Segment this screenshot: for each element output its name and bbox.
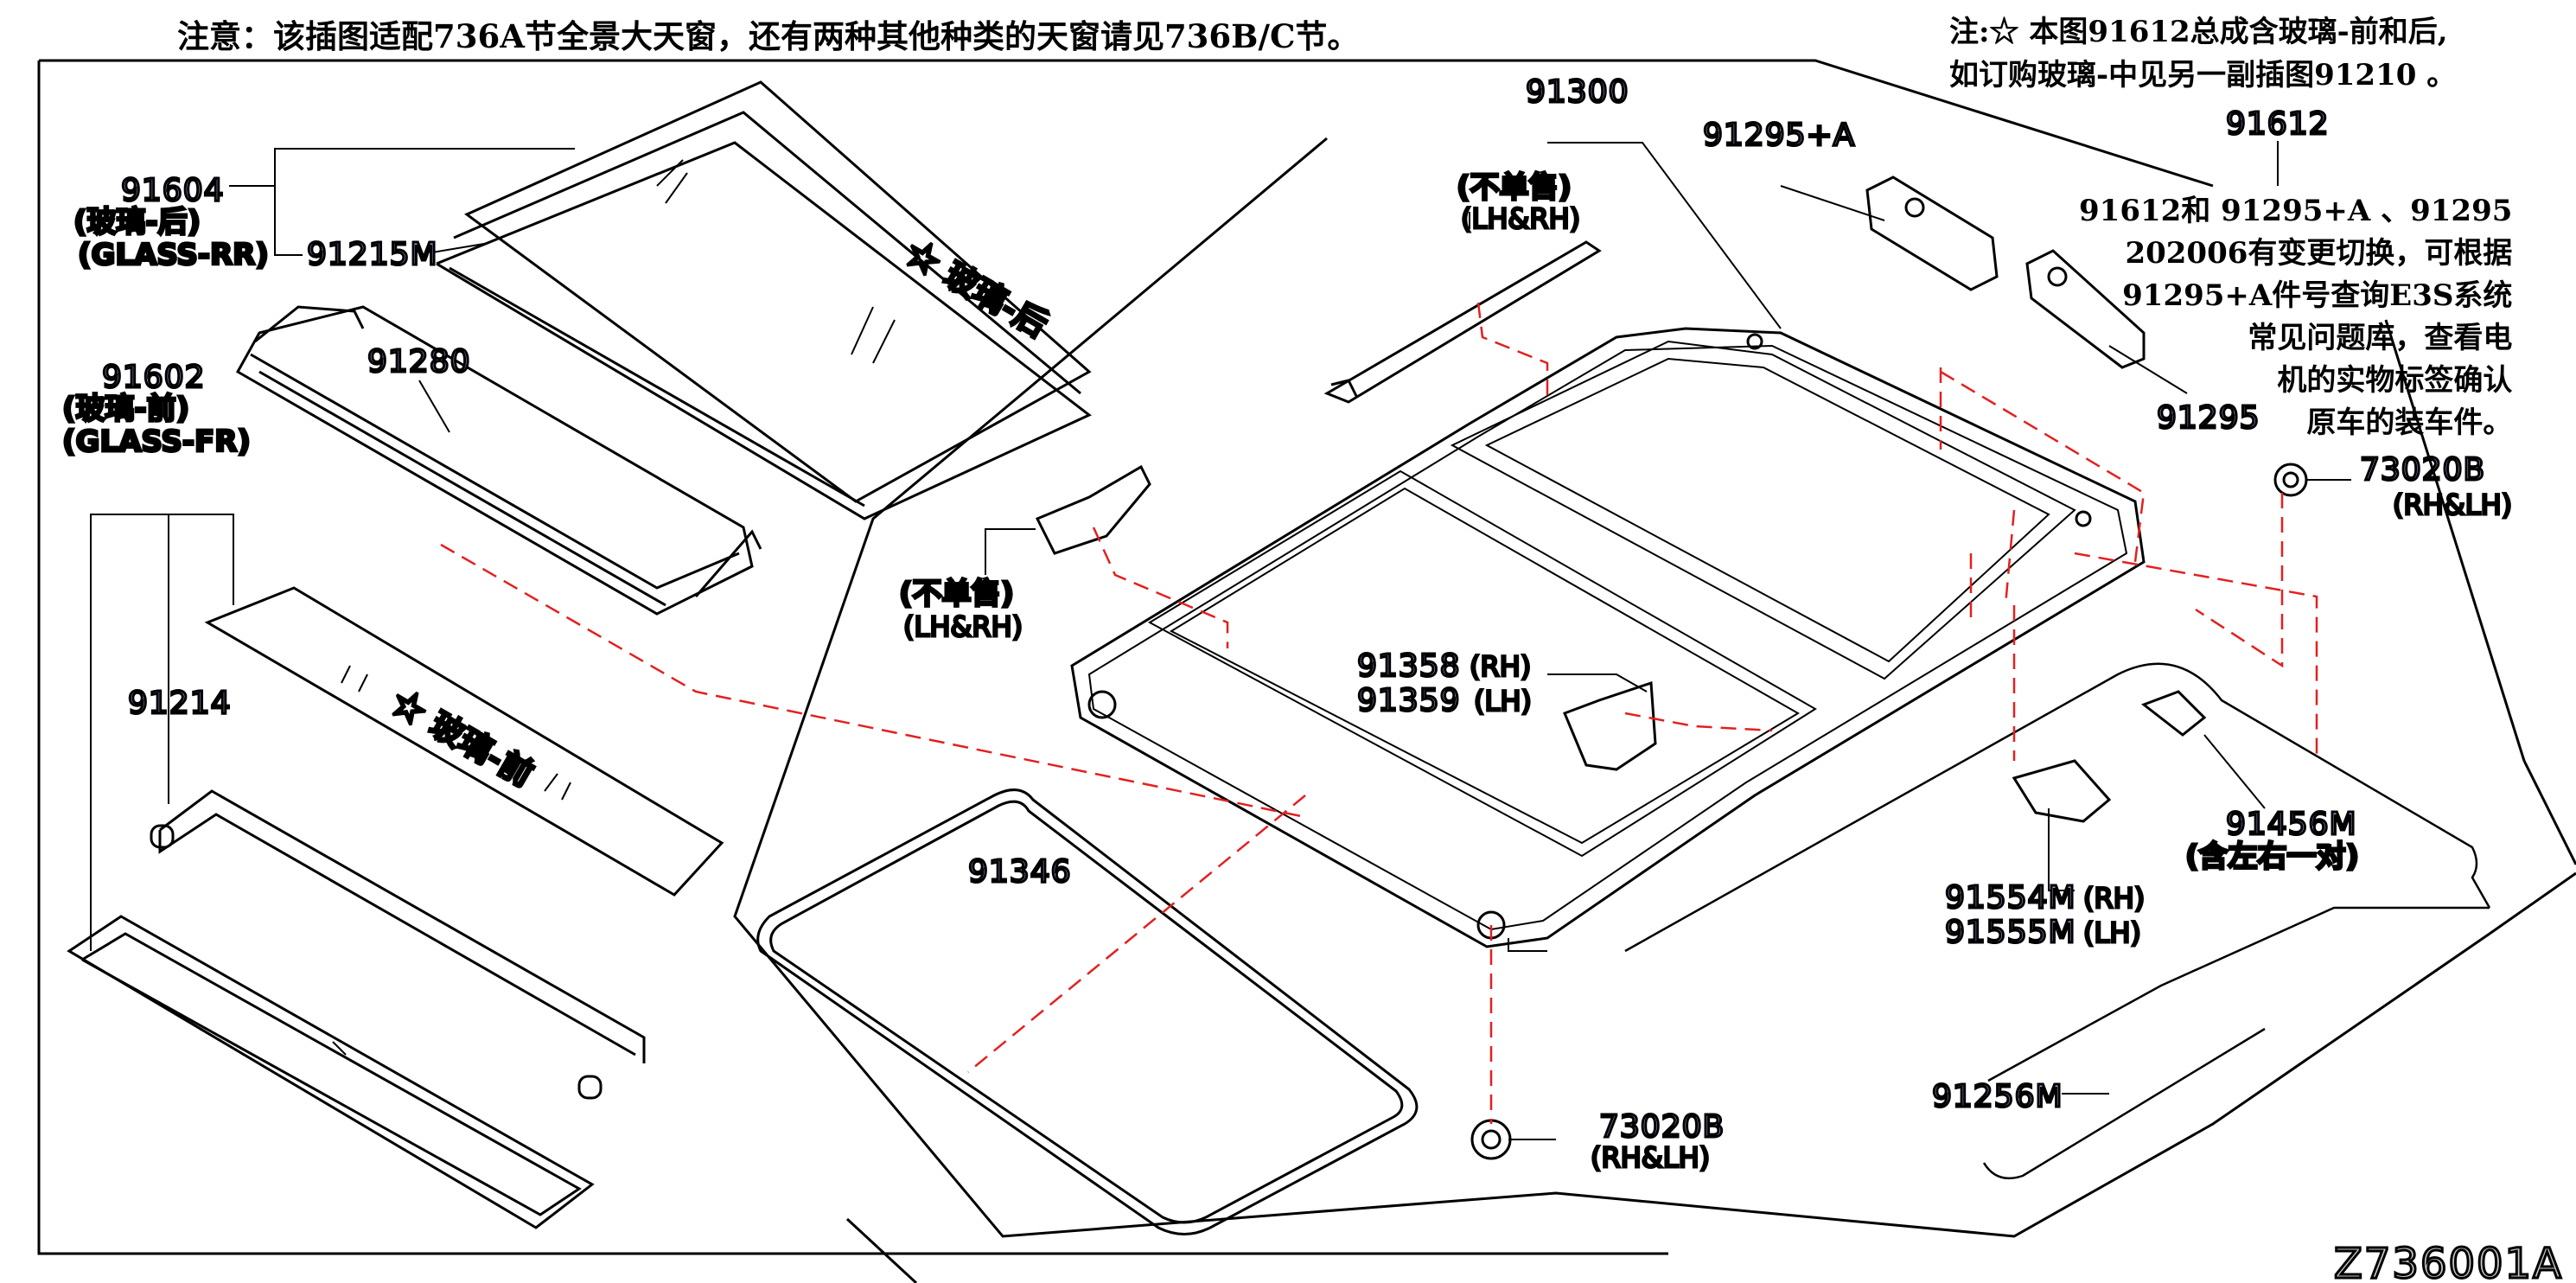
change-note-line1: 91612和 91295+A 、91295 bbox=[2079, 194, 2513, 228]
rear-glass-panel bbox=[436, 80, 1092, 520]
label-91358: 91358 bbox=[1357, 648, 1461, 684]
label-91214: 91214 bbox=[128, 686, 232, 721]
notice-top-right-line1: 注:☆ 本图91612总成含玻璃-前和后, bbox=[1949, 15, 2448, 49]
drive-cable-91256M bbox=[1982, 1027, 2266, 1180]
label-91256M: 91256M bbox=[1932, 1079, 2063, 1114]
label-91555M-lh: (LH) bbox=[2083, 916, 2141, 949]
bracket-91554M bbox=[2012, 759, 2112, 823]
label-91359: 91359 bbox=[1357, 683, 1461, 718]
change-note-line4: 常见问题库，查看电 bbox=[2248, 321, 2513, 355]
label-91280: 91280 bbox=[367, 344, 471, 380]
motor-91295 bbox=[2025, 249, 2146, 369]
change-note-line2: 202006有变更切换，可根据 bbox=[2125, 236, 2513, 271]
label-rhlh-lower: (RH&LH) bbox=[1591, 1141, 1710, 1174]
label-91346: 91346 bbox=[968, 854, 1072, 890]
clip-73020B-upper bbox=[2273, 463, 2308, 497]
label-91602: 91602 bbox=[102, 360, 206, 395]
label-rhlh-upper: (RH&LH) bbox=[2393, 488, 2512, 521]
frame-border bbox=[39, 59, 2214, 188]
motor-91295A bbox=[1865, 176, 1999, 291]
callout-91300 bbox=[1547, 142, 1782, 329]
deflector-panel bbox=[67, 915, 595, 1229]
change-note-line3: 91295+A件号查询E3S系统 bbox=[2122, 278, 2513, 313]
change-note-line5: 机的实物标签确认 bbox=[2277, 363, 2513, 398]
guide-rail-upper bbox=[1323, 240, 1602, 404]
glass-frame-91280 bbox=[235, 305, 762, 616]
bracket-91358 bbox=[1563, 680, 1657, 771]
label-glass-rr-cn: (玻璃-后) bbox=[73, 205, 201, 239]
label-91295A: 91295+A bbox=[1703, 118, 1855, 153]
notice-top-left: 注意：该插图适配736A节全景大天窗，还有两种其他种类的天窗请见736B/C节。 bbox=[177, 17, 1360, 55]
label-pair-note: (含左右一对) bbox=[2185, 839, 2359, 874]
change-note: 91612和 91295+A 、91295 202006有变更切换，可根据 91… bbox=[2079, 190, 2512, 444]
label-91358-rh: (RH) bbox=[1470, 650, 1531, 683]
frame-right-edge bbox=[2384, 319, 2526, 762]
dashed-guides bbox=[440, 302, 2318, 1124]
front-glass-panel bbox=[204, 586, 724, 897]
clip-91456M bbox=[2140, 690, 2207, 737]
label-91300: 91300 bbox=[1526, 74, 1629, 110]
label-glass-fr-en: (GLASS-FR) bbox=[62, 424, 251, 459]
label-73020B-lower: 73020B bbox=[1599, 1109, 1725, 1145]
drain-cable bbox=[1624, 662, 2491, 1082]
label-lhrh-1: (LH&RH) bbox=[1461, 202, 1580, 235]
label-glass-front-star: ☆ 玻璃-前 bbox=[386, 682, 540, 794]
diagram-code: Z736001A bbox=[2334, 1240, 2563, 1283]
callout-91280 bbox=[418, 380, 450, 433]
label-glass-fr-cn: (玻璃-前) bbox=[62, 392, 189, 426]
label-glass-rr-en: (GLASS-RR) bbox=[78, 238, 269, 272]
label-not-sold-2: (不单售) bbox=[899, 577, 1014, 611]
notice-top-right: 注:☆ 本图91612总成含玻璃-前和后, 如订购玻璃-中见另一副插图91210… bbox=[1949, 10, 2456, 97]
label-91215M: 91215M bbox=[307, 237, 438, 272]
callout-91604 bbox=[229, 148, 575, 187]
label-91612: 91612 bbox=[2226, 106, 2330, 142]
section-divider bbox=[733, 137, 2490, 1238]
sunroof-frame-91300 bbox=[1070, 327, 2146, 952]
change-note-line6: 原车的装车件。 bbox=[2306, 405, 2513, 440]
frame-border-left bbox=[37, 61, 1668, 1255]
label-lhrh-2: (LH&RH) bbox=[903, 610, 1023, 643]
sunshade-seal-91346 bbox=[756, 788, 1419, 1235]
label-not-sold-1: (不单售) bbox=[1457, 170, 1572, 205]
label-73020B-upper: 73020B bbox=[2360, 452, 2485, 488]
label-91604: 91604 bbox=[121, 173, 225, 208]
label-91555M: 91555M bbox=[1945, 915, 2076, 950]
label-91295: 91295 bbox=[2157, 400, 2260, 436]
label-91554M: 91554M bbox=[1945, 880, 2076, 916]
notice-top-right-line2: 如订购玻璃-中见另一副插图91210 。 bbox=[1949, 58, 2457, 93]
label-91456M: 91456M bbox=[2226, 807, 2357, 842]
label-91359-lh: (LH) bbox=[1474, 685, 1532, 718]
front-seal-91214 bbox=[150, 789, 646, 1100]
clip-73020B-lower bbox=[1470, 1119, 1512, 1160]
label-91554M-rh: (RH) bbox=[2083, 882, 2145, 915]
bracket-left bbox=[1035, 464, 1151, 555]
